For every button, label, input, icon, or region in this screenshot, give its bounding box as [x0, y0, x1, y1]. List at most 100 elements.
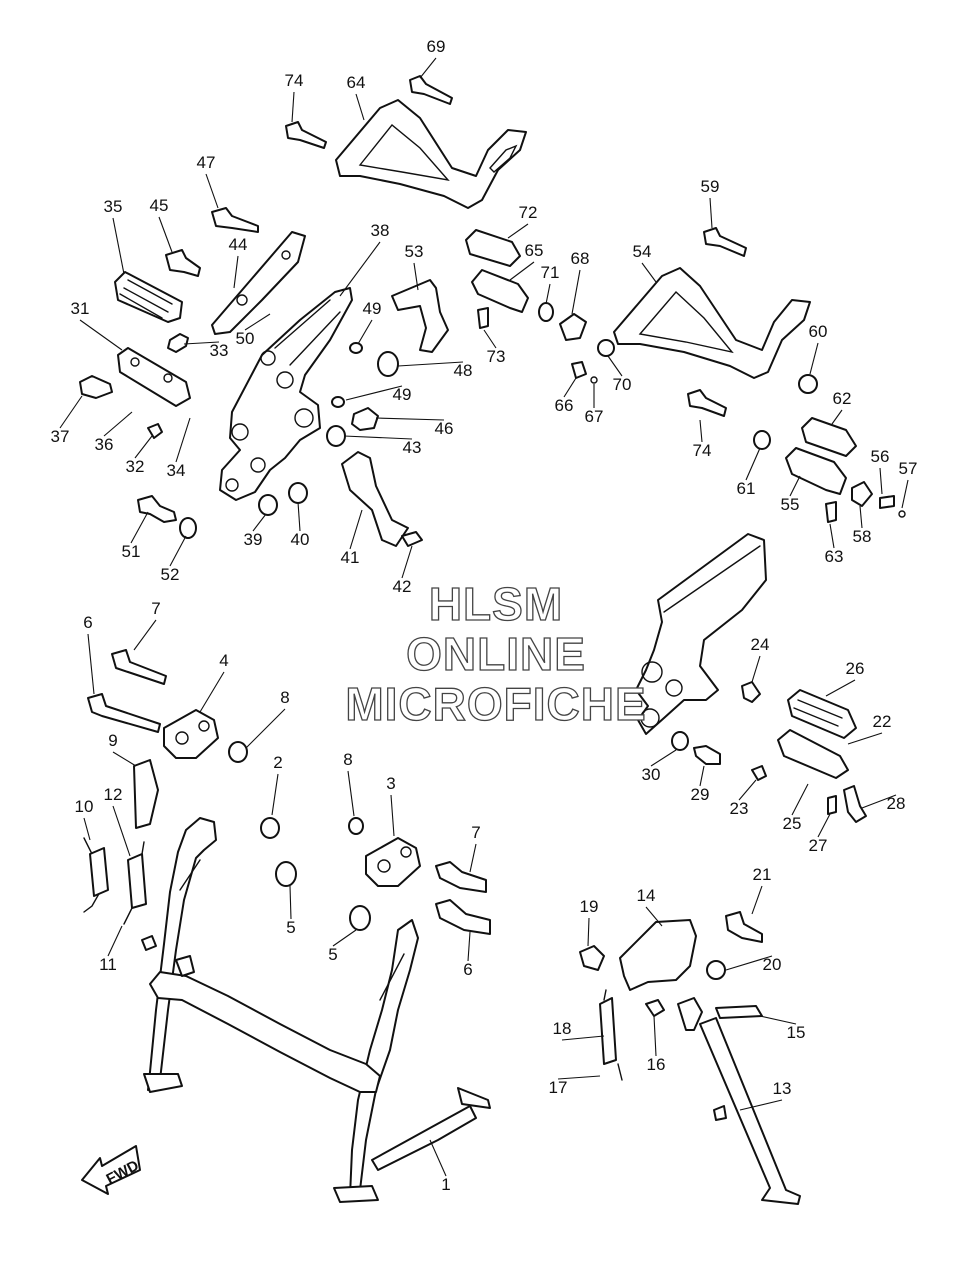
- leader-line-73: [483, 329, 497, 349]
- centerstand-bracket-4: [87, 649, 248, 829]
- callout-30: 30: [642, 765, 661, 784]
- callout-35: 35: [104, 197, 123, 216]
- leader-line-31: [79, 319, 123, 351]
- passenger-footpeg-left: [465, 229, 615, 384]
- callout-38: 38: [371, 221, 390, 240]
- springs-left: [83, 837, 147, 925]
- callout-19: 19: [580, 897, 599, 916]
- callout-6: 6: [83, 613, 92, 632]
- leader-line-50: [244, 313, 271, 331]
- callout-4: 4: [219, 651, 228, 670]
- leader-line-27: [817, 813, 831, 838]
- leader-line-49: [357, 319, 373, 345]
- callout-45: 45: [150, 196, 169, 215]
- callout-24: 24: [751, 635, 770, 654]
- callout-20: 20: [763, 955, 782, 974]
- leader-line-64: [355, 93, 365, 121]
- callout-numbers: 1234556677889101112131415161718192021222…: [51, 37, 918, 1194]
- leader-line-57: [901, 479, 909, 509]
- leader-line-40: [297, 501, 301, 532]
- watermark-line-3: MICROFICHE: [345, 678, 646, 730]
- callout-69: 69: [427, 37, 446, 56]
- callout-33: 33: [210, 341, 229, 360]
- callout-61: 61: [737, 479, 756, 498]
- passenger-bracket-54: [613, 227, 818, 417]
- leader-line-18: [561, 1035, 605, 1041]
- callout-32: 32: [126, 457, 145, 476]
- leader-line-39: [252, 513, 267, 532]
- callout-56: 56: [871, 447, 890, 466]
- callout-62: 62: [833, 389, 852, 408]
- callout-14: 14: [637, 886, 656, 905]
- watermark-line-2: ONLINE: [406, 628, 586, 680]
- callout-11: 11: [99, 955, 117, 974]
- leader-line-30: [650, 749, 677, 767]
- callout-44: 44: [229, 235, 248, 254]
- callout-18: 18: [553, 1019, 572, 1038]
- callout-5: 5: [328, 945, 337, 964]
- leader-line-15: [759, 1015, 797, 1025]
- leader-line-8: [245, 708, 286, 749]
- left-footrest-bracket: [219, 287, 353, 501]
- leader-line-33: [183, 341, 220, 345]
- leader-line-7: [469, 843, 477, 873]
- leader-line-34: [175, 417, 191, 463]
- callout-72: 72: [519, 203, 538, 222]
- passenger-bracket-64: [285, 75, 527, 209]
- leader-line-12: [112, 805, 131, 857]
- leader-line-13: [739, 1099, 783, 1111]
- leader-line-63: [829, 523, 835, 549]
- callout-34: 34: [167, 461, 186, 480]
- callout-74: 74: [693, 441, 712, 460]
- callout-29: 29: [691, 785, 710, 804]
- leader-line-2: [271, 773, 279, 816]
- callout-1: 1: [441, 1175, 450, 1194]
- passenger-footpeg-right: [753, 417, 906, 523]
- centerstand-bracket-3: [260, 817, 491, 935]
- leader-line-6: [87, 633, 95, 695]
- callout-3: 3: [386, 774, 395, 793]
- leader-line-11: [107, 925, 123, 957]
- leader-line-21: [751, 885, 763, 915]
- callout-71: 71: [541, 263, 560, 282]
- callout-54: 54: [633, 242, 652, 261]
- leader-line-45: [158, 216, 173, 253]
- leader-line-10: [83, 817, 91, 841]
- leader-line-72: [507, 223, 529, 239]
- callout-70: 70: [613, 375, 632, 394]
- leader-line-32: [134, 435, 153, 459]
- callout-40: 40: [291, 530, 310, 549]
- leader-line-8: [347, 770, 355, 817]
- leader-line-69: [419, 57, 437, 79]
- callout-22: 22: [873, 712, 892, 731]
- callout-17: 17: [549, 1078, 568, 1097]
- leader-line-66: [563, 377, 577, 398]
- callout-21: 21: [753, 865, 772, 884]
- callout-28: 28: [887, 794, 906, 813]
- left-rider-footpeg: [114, 271, 191, 407]
- callout-43: 43: [403, 438, 422, 457]
- leader-line-49: [345, 385, 403, 401]
- leader-line-52: [169, 535, 187, 567]
- leader-line-74: [699, 419, 703, 443]
- leader-line-70: [607, 355, 623, 377]
- leader-line-71: [545, 283, 551, 305]
- watermark-line-1: HLSM: [429, 578, 563, 630]
- leader-line-36: [103, 411, 133, 437]
- leader-line-51: [130, 511, 149, 544]
- leader-line-46: [375, 417, 445, 421]
- callout-25: 25: [783, 814, 802, 833]
- leader-line-61: [745, 447, 761, 481]
- leader-line-47: [205, 173, 219, 209]
- heel-guard-plate-44: [211, 231, 306, 335]
- leader-line-68: [571, 269, 581, 315]
- callout-6: 6: [463, 960, 472, 979]
- callout-41: 41: [341, 548, 360, 567]
- leader-line-54: [641, 262, 657, 283]
- leader-line-26: [825, 679, 856, 697]
- leader-line-38: [339, 241, 381, 297]
- callout-39: 39: [244, 530, 263, 549]
- leader-line-44: [233, 255, 239, 289]
- callout-48: 48: [454, 361, 473, 380]
- callout-51: 51: [122, 542, 141, 561]
